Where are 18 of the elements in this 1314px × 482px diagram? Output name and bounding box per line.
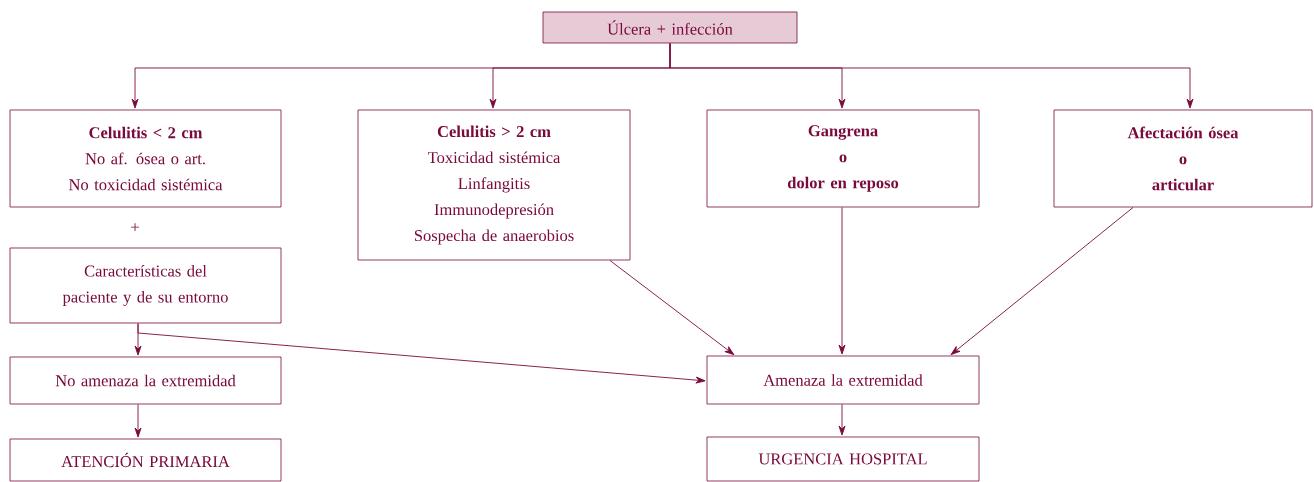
arrow [134, 404, 142, 438]
plus-sign: + [131, 223, 139, 232]
process-box: Características del paciente y de su entorno [9, 247, 282, 324]
arrow [838, 207, 846, 355]
arrow [669, 42, 1194, 109]
arrow [609, 260, 735, 356]
process-box: Gangrena o dolor en reposo [706, 109, 980, 208]
start-box: Úlcera + infección [542, 11, 798, 44]
process-box: Afectación ósea o articular [1053, 109, 1313, 208]
arrow [950, 207, 1134, 356]
outcome-box: ATENCIÓN PRIMARIA [9, 438, 282, 482]
process-box: Celulitis > 2 cm Toxicidad sistémica Linfangitis Immunodepresión Sospecha de anaerobios [357, 109, 631, 261]
process-box: No amenaza la extremidad [9, 356, 282, 405]
arrow [137, 323, 706, 384]
process-box: Celulitis < 2 cm No af. ósea o art. No toxicidad sistémica [9, 109, 282, 208]
process-box: Amenaza la extremidad [706, 355, 980, 405]
arrow [838, 404, 846, 436]
outcome-box: URGENCIA HOSPITAL [706, 436, 980, 482]
